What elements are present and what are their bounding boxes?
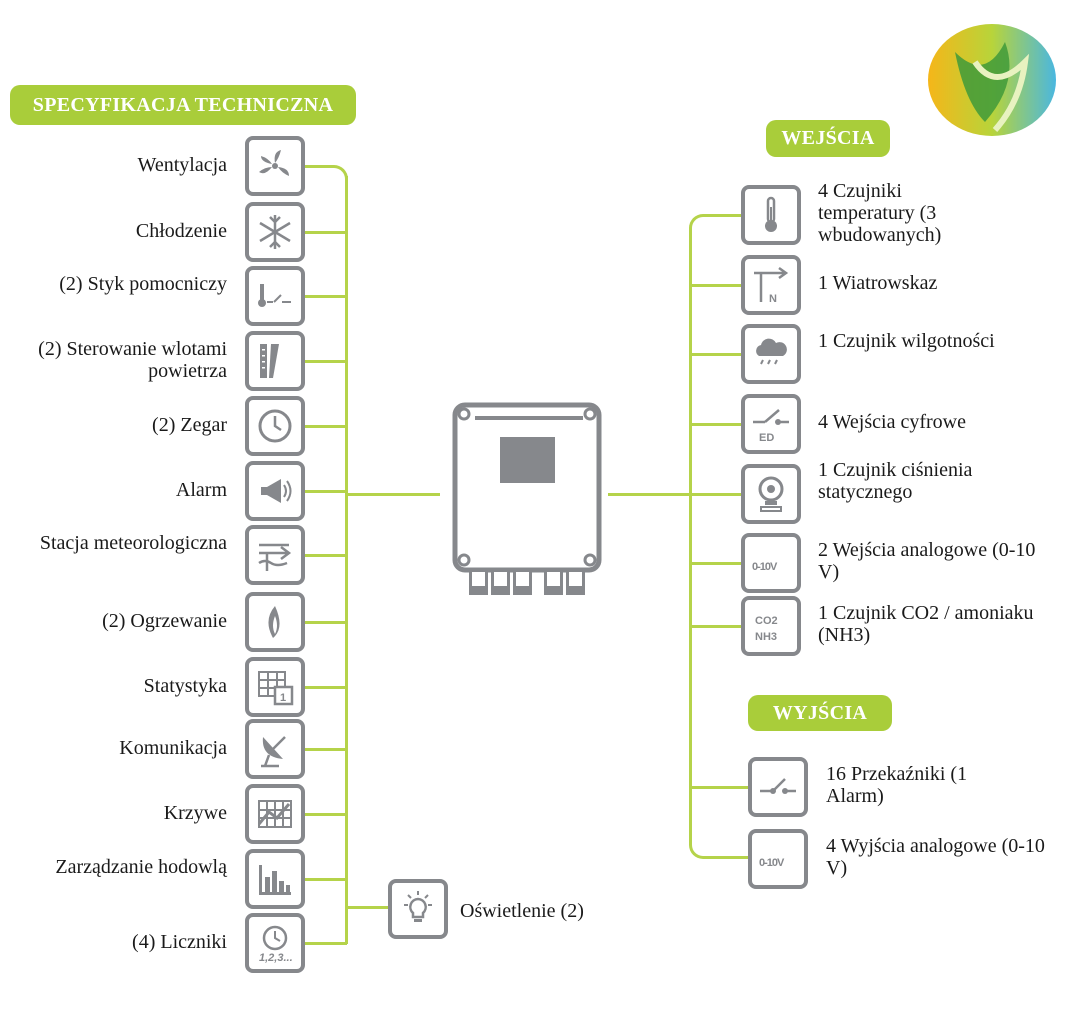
right-bus-top-curve xyxy=(689,214,744,233)
left-bus-line xyxy=(345,176,348,944)
wind-vane-icon: N xyxy=(741,255,801,315)
analog-output-icon: 0-10V xyxy=(748,829,808,889)
fan-icon xyxy=(245,136,305,196)
megaphone-icon xyxy=(245,461,305,521)
item-connector xyxy=(692,786,748,789)
spec-item-label: Krzywe xyxy=(163,802,227,824)
output-item-label: 16 Przekaźniki (1 Alarm) xyxy=(826,763,968,807)
snowflake-icon xyxy=(245,202,305,262)
svg-text:CO2: CO2 xyxy=(755,615,778,627)
input-item-label: 4 Czujniki temperatury (3 wbudowanych) xyxy=(818,180,942,246)
left-bus-curve xyxy=(302,165,348,184)
item-connector xyxy=(305,425,347,428)
item-connector xyxy=(692,625,741,628)
weather-station-icon xyxy=(245,525,305,585)
spec-item-label: Wentylacja xyxy=(137,154,227,176)
bar-chart-icon xyxy=(245,849,305,909)
input-item-label: 4 Wejścia cyfrowe xyxy=(818,411,966,433)
spec-item-label: Stacja meteorologiczna xyxy=(39,532,227,554)
spec-item-label: (2) Zegar xyxy=(152,414,227,436)
curves-grid-icon xyxy=(245,784,305,844)
item-connector xyxy=(692,353,741,356)
input-item-label: 1 Wiatrowskaz xyxy=(818,272,938,294)
outputs-badge: WYJŚCIA xyxy=(748,695,892,731)
item-connector xyxy=(305,621,347,624)
spec-item-label: Statystyka xyxy=(143,675,227,697)
spec-item-label: (2) Ogrzewanie xyxy=(102,610,227,632)
svg-text:N: N xyxy=(769,293,777,305)
center-right-connector xyxy=(608,493,691,496)
svg-text:0-10V: 0-10V xyxy=(759,857,785,869)
spec-item-label: (4) Liczniki xyxy=(132,931,227,953)
right-bus-bottom-curve xyxy=(689,840,751,859)
item-connector xyxy=(692,493,741,496)
svg-text:1,2,3...: 1,2,3... xyxy=(259,952,293,963)
center-left-connector xyxy=(348,493,440,496)
item-connector xyxy=(692,562,741,565)
flame-icon xyxy=(245,592,305,652)
output-item-label: 4 Wyjścia analogowe (0-10 V) xyxy=(826,835,1045,879)
input-item-label: 2 Wejścia analogowe (0-10 V) xyxy=(818,539,1036,583)
pressure-gauge-icon xyxy=(741,464,801,524)
controller-device-icon xyxy=(452,402,602,595)
statistics-icon: 1 xyxy=(245,657,305,717)
item-connector xyxy=(692,423,741,426)
thermometer-icon xyxy=(741,185,801,245)
item-connector xyxy=(305,360,347,363)
clock-icon xyxy=(245,396,305,456)
item-connector xyxy=(305,878,347,881)
spec-header-badge: SPECYFIKACJA TECHNICZNA xyxy=(10,85,356,125)
svg-text:1: 1 xyxy=(280,692,286,704)
spec-item-label: Chłodzenie xyxy=(135,220,227,242)
satellite-dish-icon xyxy=(245,719,305,779)
relay-switch-icon xyxy=(748,757,808,817)
company-logo xyxy=(928,24,1056,136)
item-connector xyxy=(305,490,347,493)
item-connector xyxy=(692,284,741,287)
counter-clock-icon: 1,2,3... xyxy=(245,913,305,973)
inputs-badge: WEJŚCIA xyxy=(766,120,890,157)
input-item-label: 1 Czujnik CO2 / amoniaku (NH3) xyxy=(818,602,1034,646)
input-item-label: 1 Czujnik ciśnienia statycznego xyxy=(818,459,973,503)
item-connector xyxy=(305,813,347,816)
spec-item-label: Zarządzanie hodowlą xyxy=(55,856,227,878)
item-connector xyxy=(305,295,347,298)
lightbulb-icon xyxy=(388,879,448,939)
item-connector xyxy=(305,748,347,751)
air-inlet-icon xyxy=(245,331,305,391)
item-connector xyxy=(305,686,347,689)
rain-cloud-icon xyxy=(741,324,801,384)
right-bus-line xyxy=(689,228,692,842)
svg-text:ED: ED xyxy=(759,432,774,444)
spec-item-label: Alarm xyxy=(175,479,227,501)
svg-text:0-10V: 0-10V xyxy=(752,561,778,573)
item-connector xyxy=(305,554,347,557)
thermo-switch-icon xyxy=(245,266,305,326)
item-connector xyxy=(305,231,347,234)
input-item-label: 1 Czujnik wilgotności xyxy=(818,330,995,352)
lighting-label: Oświetlenie (2) xyxy=(460,900,584,922)
spec-item-label: Komunikacja xyxy=(119,737,227,759)
spec-item-label: (2) Sterowanie wlotami powietrza xyxy=(38,338,227,382)
svg-text:NH3: NH3 xyxy=(755,631,777,643)
analog-input-icon: 0-10V xyxy=(741,533,801,593)
spec-item-label: (2) Styk pomocniczy xyxy=(59,273,227,295)
item-connector xyxy=(305,942,347,945)
digital-input-icon: ED xyxy=(741,394,801,454)
lighting-connector xyxy=(348,906,390,909)
